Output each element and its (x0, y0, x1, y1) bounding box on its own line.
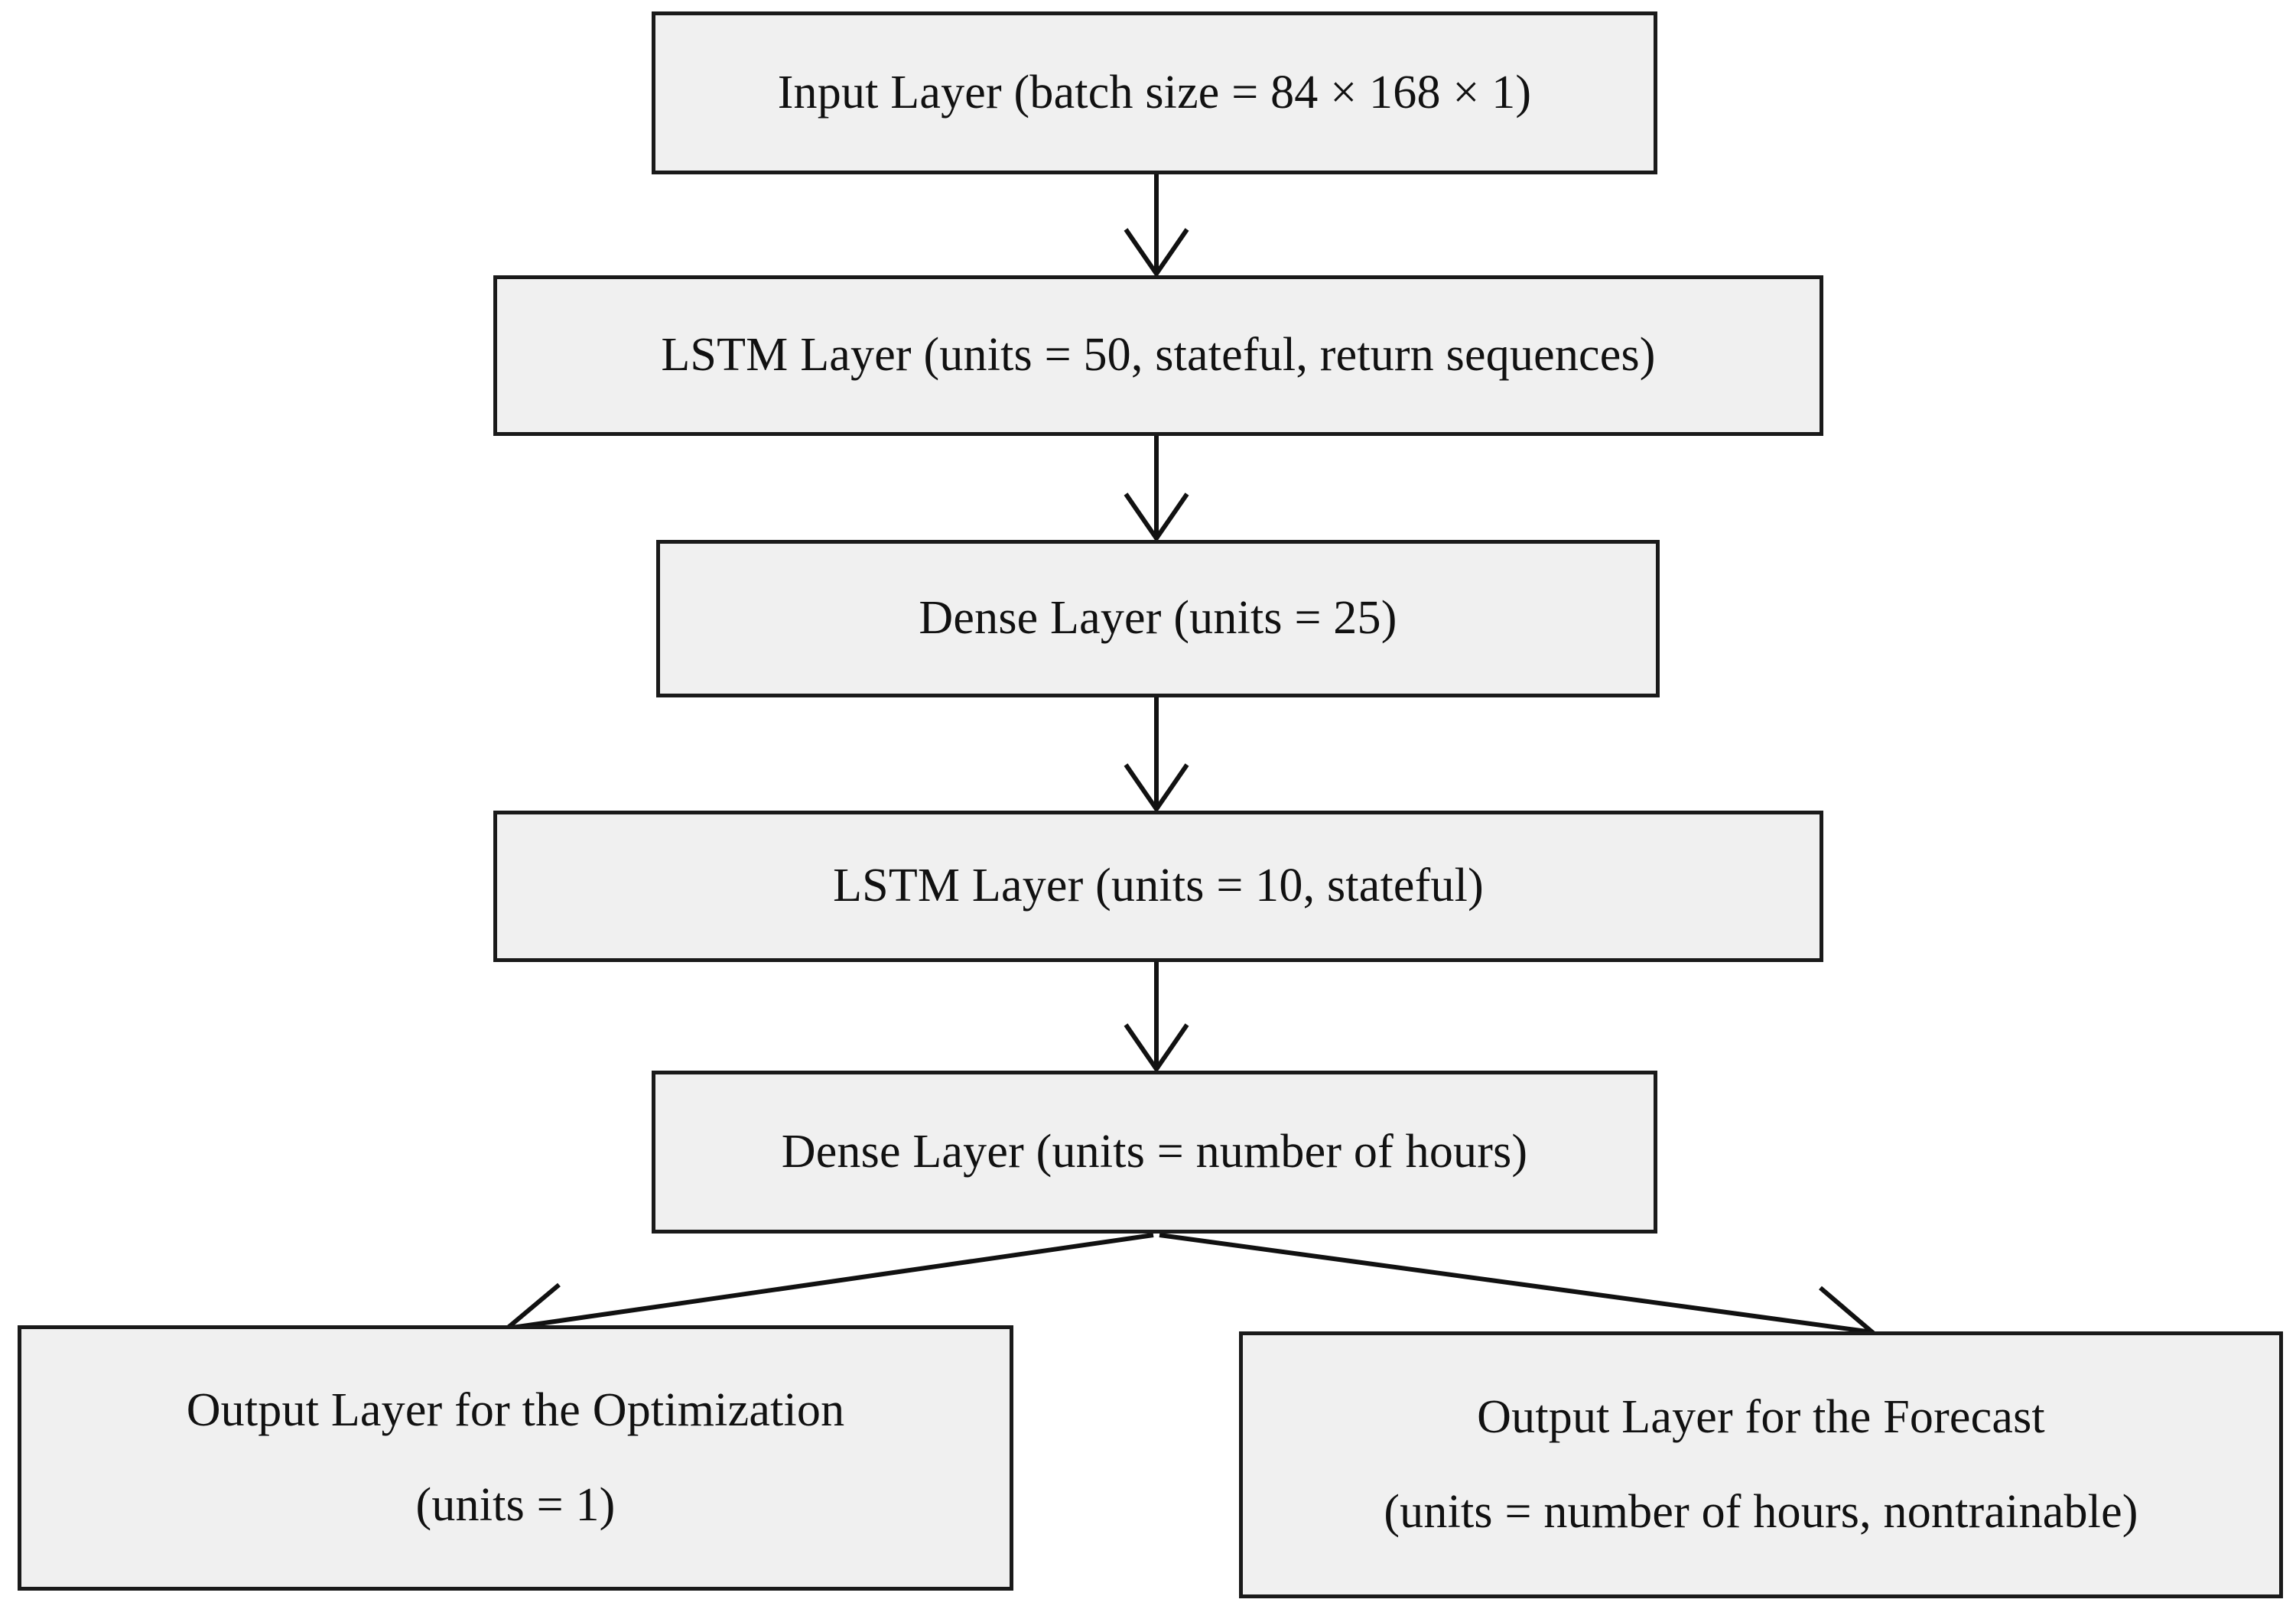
node-dense-layer-25-label: Dense Layer (units = 25) (919, 592, 1397, 645)
edge-dense25-to-lstm10 (1124, 697, 1189, 814)
node-lstm-layer-10-label: LSTM Layer (units = 10, stateful) (833, 860, 1484, 912)
node-output-layer-optimization-units: (units = 1) (415, 1478, 616, 1531)
node-lstm-layer-50[interactable]: LSTM Layer (units = 50, stateful, return… (493, 275, 1823, 436)
node-dense-layer-hours-label: Dense Layer (units = number of hours) (781, 1125, 1528, 1178)
node-output-layer-optimization-label: Output Layer for the Optimization (186, 1384, 845, 1437)
node-output-layer-forecast-label: Output Layer for the Forecast (1477, 1391, 2045, 1444)
node-output-layer-forecast-units: (units = number of hours, nontrainable) (1384, 1485, 2138, 1538)
node-dense-layer-25[interactable]: Dense Layer (units = 25) (656, 540, 1660, 697)
node-output-layer-optimization[interactable]: Output Layer for the Optimization (units… (18, 1325, 1013, 1591)
node-lstm-layer-50-label: LSTM Layer (units = 50, stateful, return… (661, 329, 1656, 382)
node-input-layer[interactable]: Input Layer (batch size = 84 × 168 × 1) (652, 11, 1657, 174)
edge-lstm10-to-densehours (1124, 962, 1189, 1074)
node-output-layer-forecast[interactable]: Output Layer for the Forecast (units = n… (1239, 1331, 2283, 1598)
edge-input-to-lstm50 (1124, 174, 1189, 278)
node-lstm-layer-10[interactable]: LSTM Layer (units = 10, stateful) (493, 811, 1823, 962)
node-dense-layer-hours[interactable]: Dense Layer (units = number of hours) (652, 1071, 1657, 1234)
node-input-layer-label: Input Layer (batch size = 84 × 168 × 1) (777, 66, 1532, 119)
edge-lstm50-to-dense25 (1124, 436, 1189, 543)
